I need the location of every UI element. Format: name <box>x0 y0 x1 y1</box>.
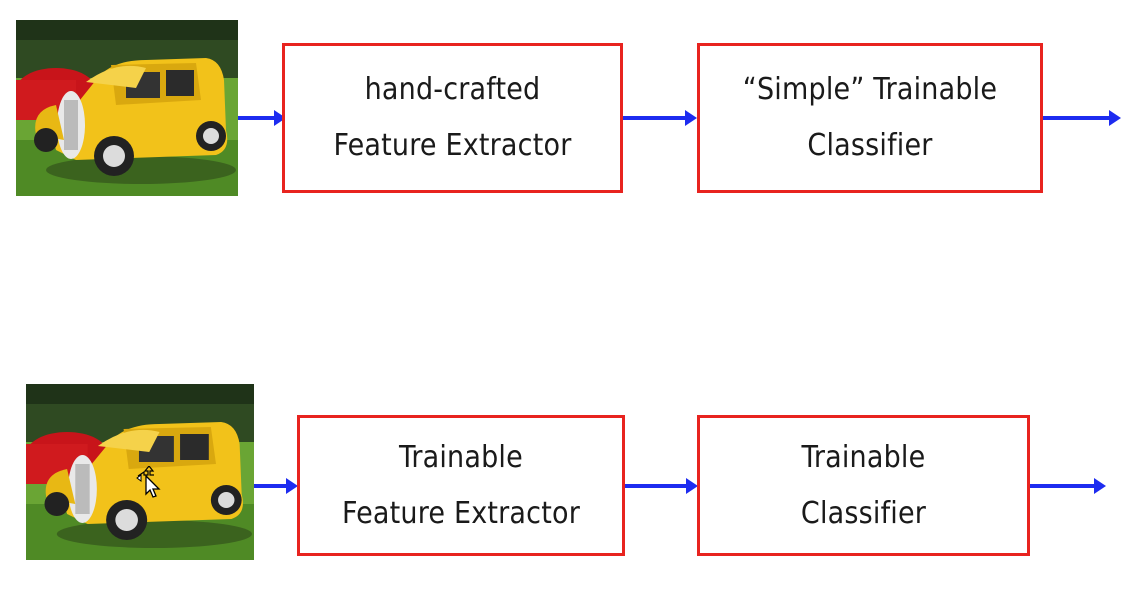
arrow-extractor-to-classifier <box>625 478 698 494</box>
trainable-extractor-label-line2: Feature Extractor <box>342 495 580 531</box>
move-cursor-icon <box>136 465 164 498</box>
arrow-output <box>1043 110 1121 126</box>
feature-extractor-box: hand-crafted Feature Extractor <box>282 43 623 193</box>
classifier-box: “Simple” Trainable Classifier <box>697 43 1043 193</box>
feature-extractor-label-line2: Feature Extractor <box>333 128 572 163</box>
arrow-extractor-to-classifier <box>623 110 697 126</box>
arrow-output <box>1030 478 1106 494</box>
car-photo <box>16 20 238 196</box>
classifier-label-line2: Classifier <box>807 128 933 163</box>
classifier-label-line1: “Simple” Trainable <box>742 72 998 107</box>
trainable-feature-extractor-box: Trainable Feature Extractor <box>297 415 625 556</box>
arrow-image-to-extractor <box>254 478 298 494</box>
trainable-extractor-label-line1: Trainable <box>399 439 523 475</box>
arrow-image-to-extractor <box>238 110 286 126</box>
trainable-classifier-box: Trainable Classifier <box>697 415 1030 556</box>
trainable-classifier-label-line1: Trainable <box>801 439 926 475</box>
trainable-classifier-label-line2: Classifier <box>800 495 927 531</box>
feature-extractor-label-line1: hand-crafted <box>364 72 541 107</box>
